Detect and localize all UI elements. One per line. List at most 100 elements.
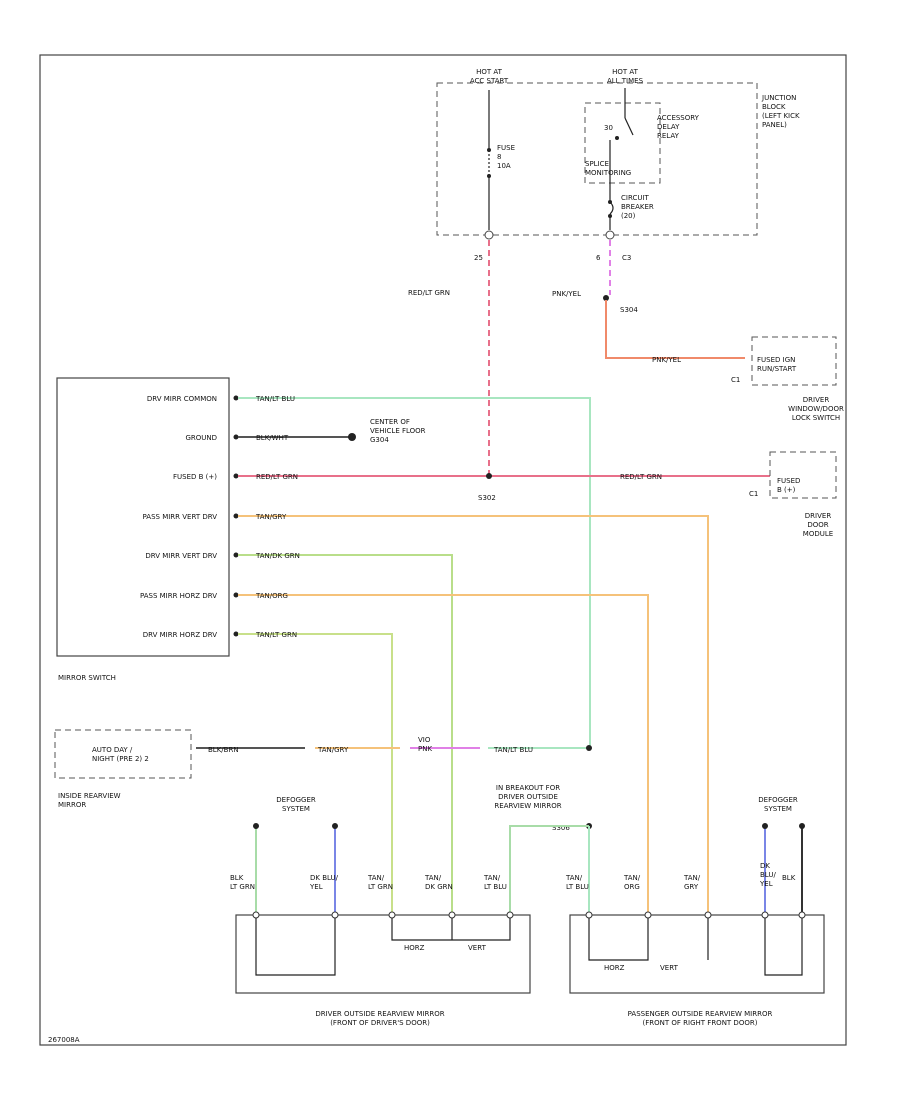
driver-motor-common bbox=[391, 918, 511, 941]
connector-c1-label: C1 bbox=[731, 376, 740, 384]
inside-mirror-outline bbox=[54, 729, 192, 779]
switch-row-wire bbox=[238, 594, 649, 915]
passenger-mirror-wire-label: TAN/GRY bbox=[683, 874, 701, 891]
ground-g304-dot bbox=[348, 433, 356, 441]
switch-row-wire bbox=[238, 554, 453, 915]
switch-row-wire-label: BLK/WHT bbox=[256, 434, 289, 442]
switch-pin bbox=[233, 395, 239, 401]
driver-mirror-pin bbox=[388, 911, 396, 919]
driver-mirror-wire-label: TAN/DK GRN bbox=[424, 874, 453, 891]
window-switch-outline bbox=[751, 336, 837, 386]
pin-25-terminal bbox=[484, 230, 494, 240]
switch-row-wire-label: TAN/GRY bbox=[255, 513, 287, 521]
driver-mirror-wire-label: TAN/LT BLU bbox=[483, 874, 507, 891]
driver-mirror-wire-label: TAN/LT GRN bbox=[367, 874, 393, 891]
switch-row-label: DRV MIRR HORZ DRV bbox=[143, 631, 217, 639]
wire-pnk-yel-label-2: PNK/YEL bbox=[652, 356, 681, 364]
passenger-mirror-pin bbox=[761, 911, 769, 919]
relay-outline bbox=[584, 102, 661, 184]
passenger-mirror-pin bbox=[644, 911, 652, 919]
mirror-switch-rows: DRV MIRR COMMON TAN/LT BLU GROUND BLK/WHT FU… bbox=[140, 395, 770, 915]
passenger-mirror-wire-label: TAN/ORG bbox=[623, 874, 641, 891]
driver-mirror-pin bbox=[448, 911, 456, 919]
relay-contact-point bbox=[615, 136, 619, 140]
passenger-defog-terminal-b bbox=[799, 823, 805, 829]
splice-s304-dot bbox=[603, 295, 609, 301]
passenger-horz-label: HORZ bbox=[604, 964, 625, 972]
driver-defog-terminal-b bbox=[332, 823, 338, 829]
wire-blk-brn-label: BLK/BRN bbox=[208, 746, 239, 754]
switch-row-label: PASS MIRR VERT DRV bbox=[143, 513, 218, 521]
junction-block-outline bbox=[436, 82, 758, 236]
wire-pnk-yel-label: PNK/YEL bbox=[552, 290, 581, 298]
diagram-frame bbox=[39, 54, 847, 1046]
mirror-switch-box bbox=[56, 377, 230, 657]
relay-contact bbox=[624, 117, 634, 136]
relay-pin-label: 30 bbox=[604, 124, 613, 132]
passenger-mirror-pin bbox=[798, 911, 806, 919]
pin-6-terminal bbox=[605, 230, 615, 240]
connector-c1b-label: C1 bbox=[749, 490, 758, 498]
passenger-heater-loop bbox=[764, 918, 803, 976]
breaker-element bbox=[609, 201, 614, 215]
pin-25-label: 25 bbox=[474, 254, 483, 262]
switch-row-wire-label: TAN/LT BLU bbox=[255, 395, 295, 403]
switch-pin bbox=[233, 592, 239, 598]
switch-row-wire-label: TAN/LT GRN bbox=[255, 631, 297, 639]
switch-pin bbox=[233, 513, 239, 519]
switch-pin bbox=[233, 473, 239, 479]
splice-s306-label: S306 bbox=[552, 824, 570, 832]
switch-pin bbox=[233, 552, 239, 558]
driver-horz-label: HORZ bbox=[404, 944, 425, 952]
wire-tan-lt-blu-short-label: TAN/LT BLU bbox=[493, 746, 533, 754]
driver-defog-terminal-a bbox=[253, 823, 259, 829]
inside-mirror-box-label: AUTO DAY /NIGHT (PRE 2) 2 bbox=[92, 746, 149, 763]
pin-6-label: 6 bbox=[596, 254, 601, 262]
splice-s302-label: S302 bbox=[478, 494, 496, 502]
switch-row-label: FUSED B (+) bbox=[173, 473, 217, 481]
passenger-mirror-label: PASSENGER OUTSIDE REARVIEW MIRROR(FRONT … bbox=[628, 1010, 773, 1027]
switch-pin bbox=[233, 631, 239, 637]
switch-row-wire-label: TAN/ORG bbox=[255, 592, 288, 600]
wire-tan-gry-short-label: TAN/GRY bbox=[317, 746, 349, 754]
switch-row-label: DRV MIRR VERT DRV bbox=[145, 552, 217, 560]
switch-row-wire-label: TAN/DK GRN bbox=[255, 552, 300, 560]
passenger-mirror-wire-label: TAN/LT BLU bbox=[565, 874, 589, 891]
switch-row-label: GROUND bbox=[185, 434, 217, 442]
splice-s304-label: S304 bbox=[620, 306, 638, 314]
mirror-switch-title: MIRROR SWITCH bbox=[58, 674, 116, 682]
passenger-vert-label: VERT bbox=[660, 964, 679, 972]
switch-row-label: DRV MIRR COMMON bbox=[147, 395, 217, 403]
passenger-defog-terminal-a bbox=[762, 823, 768, 829]
wire-pnk-yel-lower bbox=[605, 300, 745, 359]
passenger-mirror-box bbox=[569, 914, 825, 994]
passenger-motor-common bbox=[588, 918, 649, 961]
wire-red-lt-grn-label: RED/LT GRN bbox=[408, 289, 450, 297]
driver-mirror-pin bbox=[331, 911, 339, 919]
switch-row-wire bbox=[238, 515, 709, 915]
passenger-mirror-pin bbox=[704, 911, 712, 919]
driver-mirror-box bbox=[235, 914, 531, 994]
switch-row-wire-label: RED/LT GRN bbox=[256, 473, 298, 481]
door-module-outline bbox=[769, 451, 837, 499]
driver-mirror-wire-label: DK BLU/YEL bbox=[309, 874, 339, 891]
switch-pin bbox=[233, 434, 239, 440]
driver-heater-loop bbox=[255, 918, 336, 976]
